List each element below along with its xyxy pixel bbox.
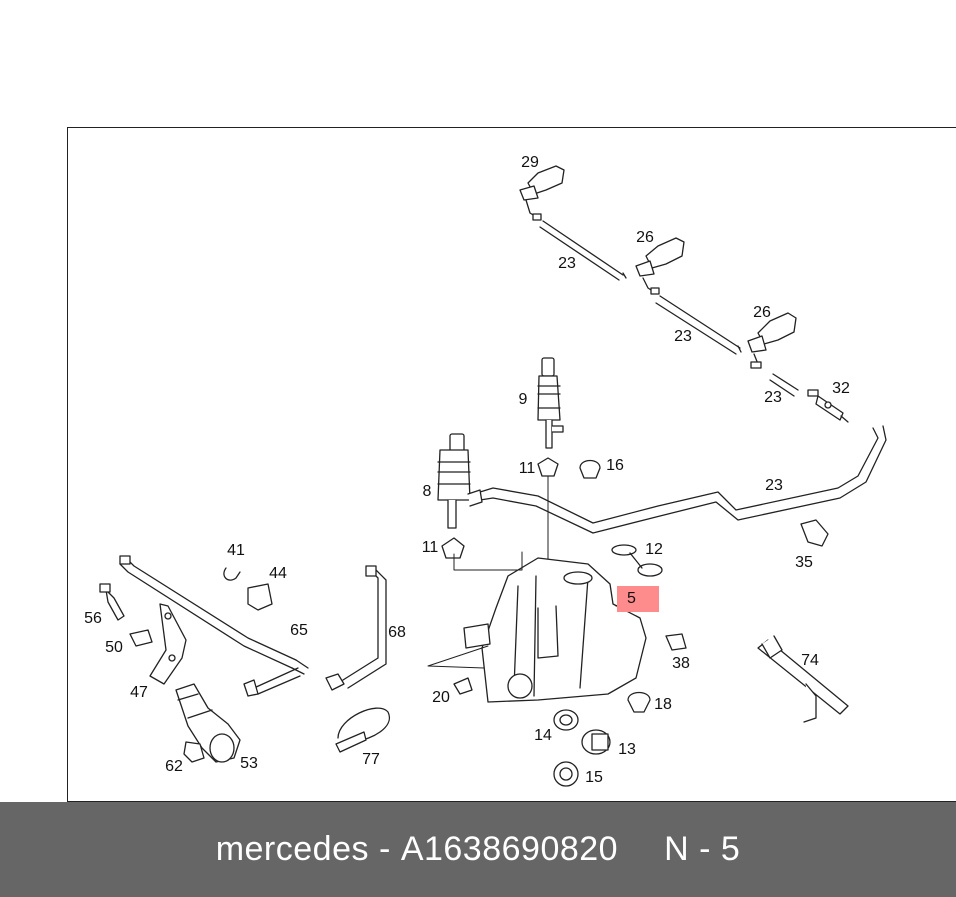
callout-23-b: 23 [674,328,692,345]
callout-26-a: 26 [636,229,654,246]
cap-16 [579,459,601,479]
callout-18: 18 [654,696,672,713]
cable-tie-74 [757,635,849,723]
hose-65 [119,555,309,675]
screw-20 [427,645,489,695]
cable-tie-77 [335,707,391,753]
pump-8 [437,433,483,529]
callout-35: 35 [795,554,813,571]
callout-32: 32 [832,380,850,397]
callout-53: 53 [240,755,258,772]
reservoir-5 [463,557,647,703]
callout-5-highlighted: 5 [617,586,659,612]
footer-separator: - [378,830,391,868]
nozzle-26-b [747,312,797,369]
cap-44 [247,583,273,611]
callout-56: 56 [84,610,102,627]
parts-diagram: 29 23 26 23 26 23 32 9 11 16 23 8 11 12 … [67,127,956,802]
position-label: N - 5 [664,830,741,868]
callout-77: 77 [362,751,380,768]
hose-68 [325,565,387,691]
pump-53 [175,683,241,763]
callout-23-c: 23 [764,389,782,406]
hose-23-d [479,427,879,524]
callout-16: 16 [606,457,624,474]
callout-38: 38 [672,655,690,672]
sensor-13 [581,729,611,755]
callout-74: 74 [801,652,819,669]
plug-18 [627,691,651,713]
connector-50 [129,629,153,647]
callout-9: 9 [518,391,528,408]
callout-8: 8 [422,483,432,500]
screw-62 [183,741,205,763]
bracket-47 [149,603,187,685]
callout-11-a: 11 [518,460,536,477]
callout-50: 50 [105,639,123,656]
nozzle-29 [519,165,565,221]
clip-35 [800,519,829,547]
callout-29: 29 [521,154,539,171]
brand-name: mercedes [215,830,369,868]
grommet-15 [553,761,579,787]
part-info-footer: mercedes - A1638690820 N - 5 [0,802,956,897]
grommet-14 [553,709,579,731]
part-number: A1638690820 [400,830,619,868]
pump-9 [537,357,564,449]
callout-23-d: 23 [765,477,783,494]
callout-41: 41 [227,542,245,559]
grommet-11-b [441,537,465,559]
clamp-41 [223,567,241,581]
callout-11-b: 11 [421,539,439,556]
callout-47: 47 [130,684,148,701]
hose-23-c [769,373,799,397]
clip-38 [665,633,687,651]
callout-44: 44 [269,565,287,582]
callout-20: 20 [432,689,450,706]
callout-12: 12 [645,541,663,558]
connector-32 [807,389,849,423]
hose-23-a [539,220,624,281]
sensor-56 [99,583,125,621]
callout-13: 13 [618,741,636,758]
callout-15: 15 [585,769,603,786]
nozzle-26-a [635,237,685,295]
hose-23-b [655,295,741,355]
callout-26-b: 26 [753,304,771,321]
diagram-drawing [99,165,887,787]
callout-68: 68 [388,624,406,641]
callout-14: 14 [534,727,552,744]
grommet-11-a [537,457,559,477]
callout-23-a: 23 [558,255,576,272]
callout-65: 65 [290,622,308,639]
cap-12 [611,544,663,577]
callout-62: 62 [165,758,183,775]
